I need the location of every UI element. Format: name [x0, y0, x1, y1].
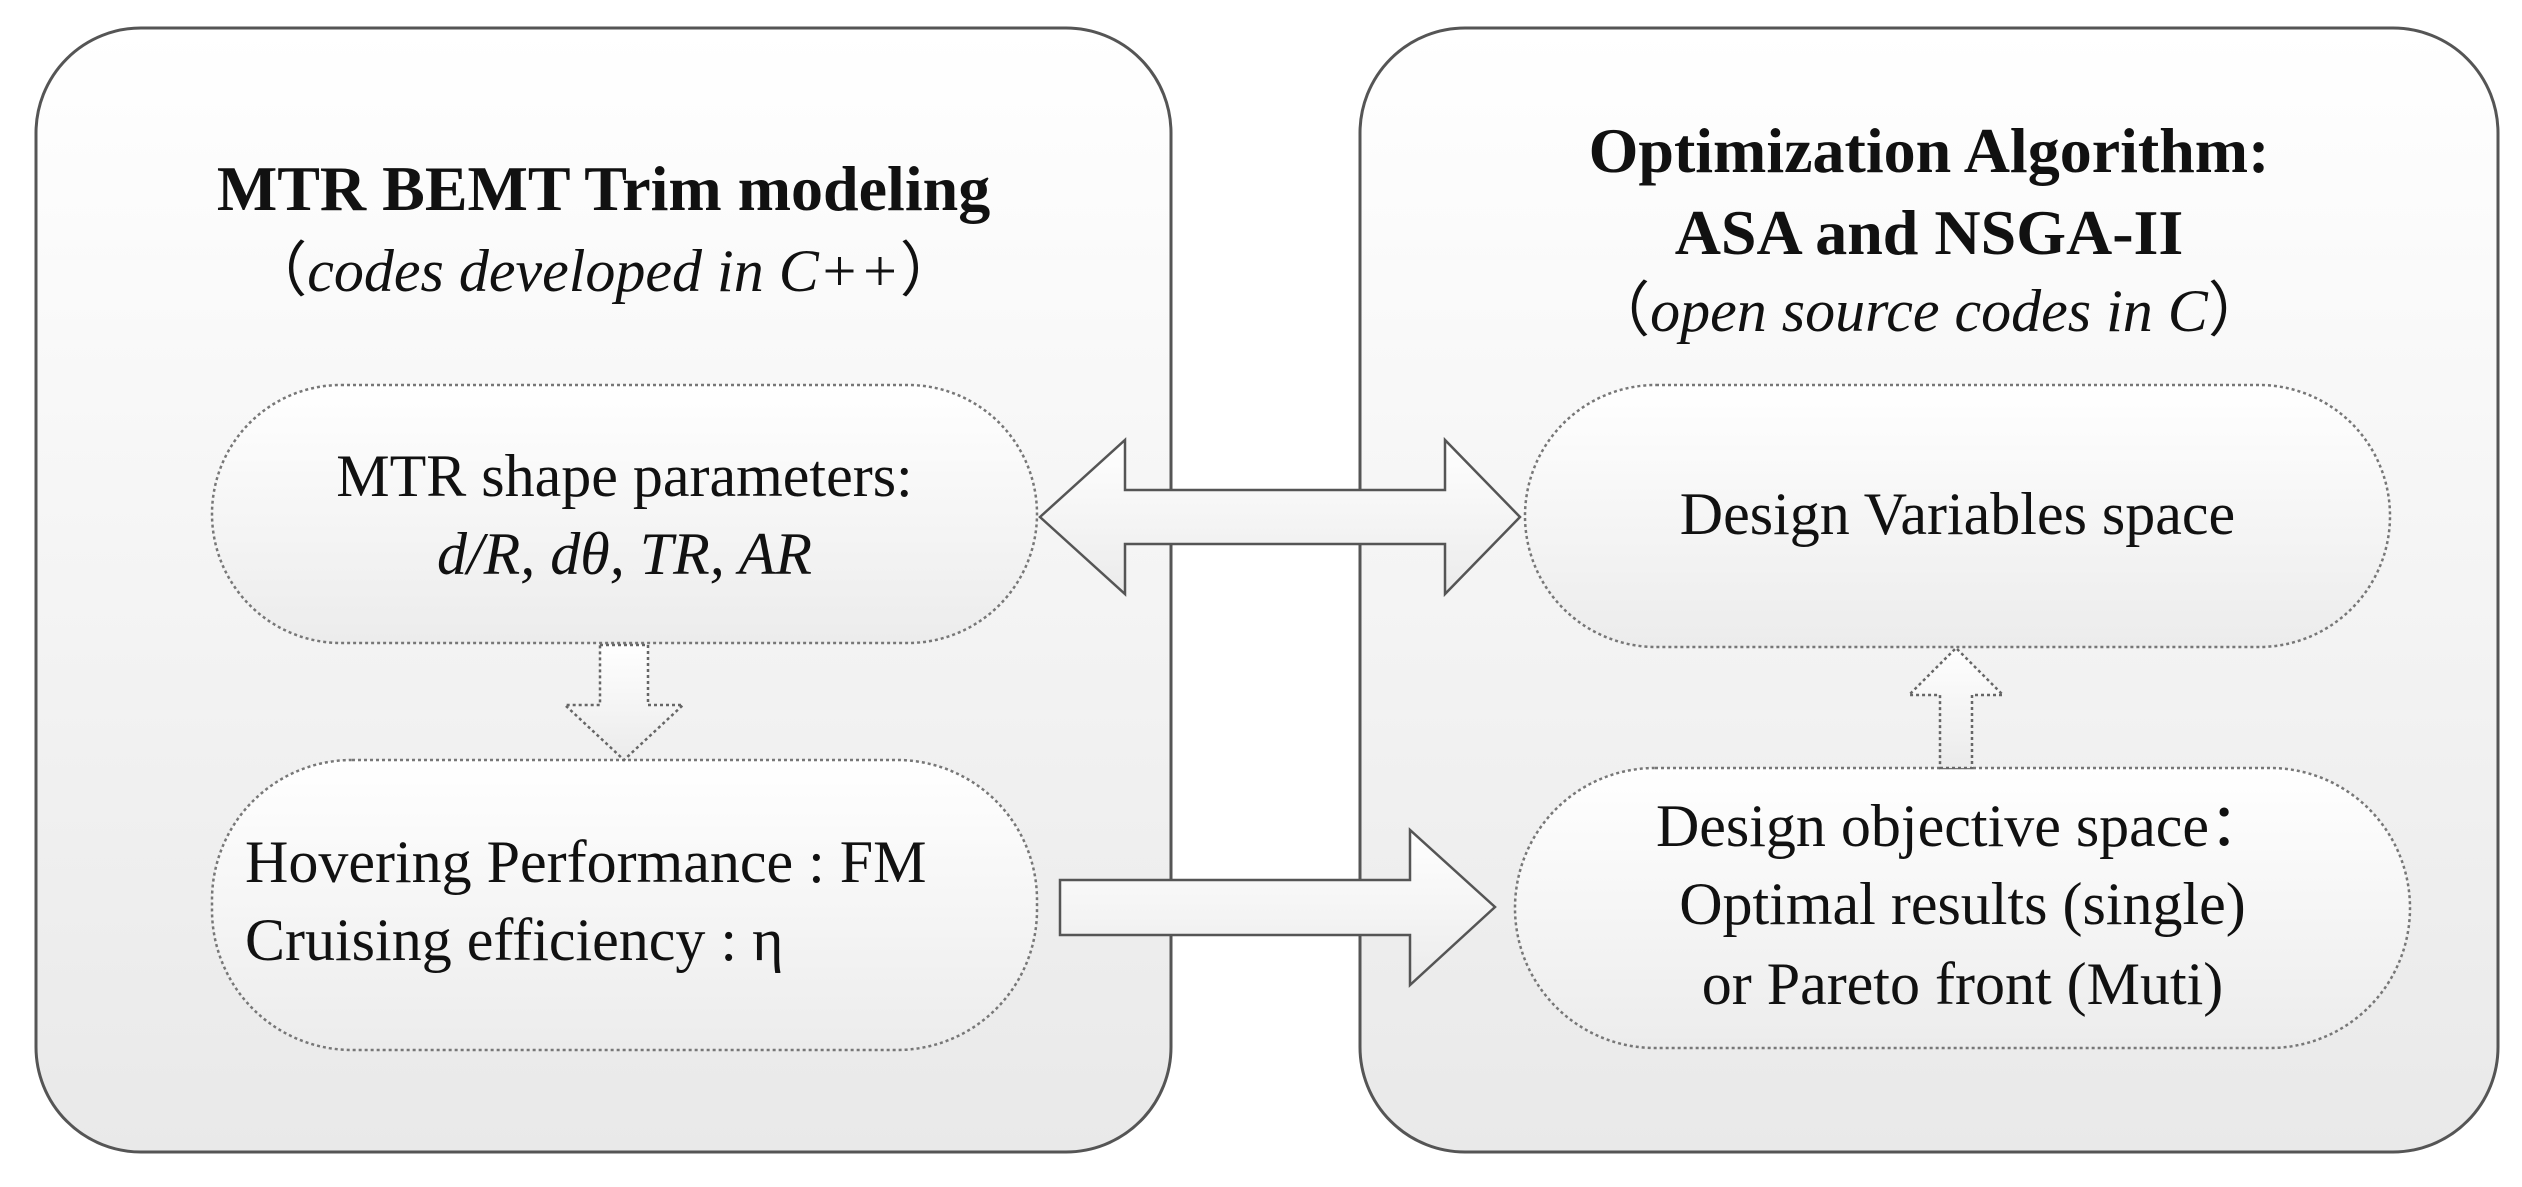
right-subtitle-open-paren: （ — [1590, 278, 1651, 344]
left-subtitle-close-paren: ） — [899, 238, 960, 304]
shape-parameters-label: MTR shape parameters: — [336, 443, 913, 509]
shape-parameters-list: d/R, dθ, TR, AR — [436, 521, 813, 587]
right-subtitle-close-paren: ） — [2207, 278, 2268, 344]
right-panel-title-line2: ASA and NSGA-II — [1674, 197, 2184, 268]
right-subtitle-text: open source codes in C — [1650, 278, 2208, 344]
down-arrow-parameters-performance — [561, 643, 687, 762]
right-arrow-performance-objective — [1058, 827, 1497, 988]
hovering-performance-label: Hovering Performance : FM — [245, 829, 927, 895]
cruising-efficiency-label: Cruising efficiency : η — [245, 907, 784, 973]
right-panel-subtitle: （open source codes in C） — [1360, 275, 2498, 348]
up-arrow-objective-variables — [1905, 646, 2007, 770]
left-panel-title: MTR BEMT Trim modeling — [216, 153, 991, 224]
node-design-variables — [1523, 383, 2392, 649]
left-subtitle-text: codes developed in C++ — [307, 238, 900, 304]
node-shape-parameters — [210, 383, 1039, 645]
design-variables-label: Design Variables space — [1679, 481, 2236, 547]
optimal-results-label: Optimal results (single) — [1679, 871, 2246, 937]
design-objective-label: Design objective space： — [1655, 793, 2270, 859]
right-panel-title-line1: Optimization Algorithm: — [1588, 115, 2270, 186]
left-subtitle-open-paren: （ — [247, 238, 308, 304]
left-panel-subtitle: （codes developed in C++） — [36, 235, 1171, 308]
pareto-front-label: or Pareto front (Muti) — [1701, 951, 2224, 1017]
double-arrow-parameters-variables — [1038, 436, 1522, 598]
